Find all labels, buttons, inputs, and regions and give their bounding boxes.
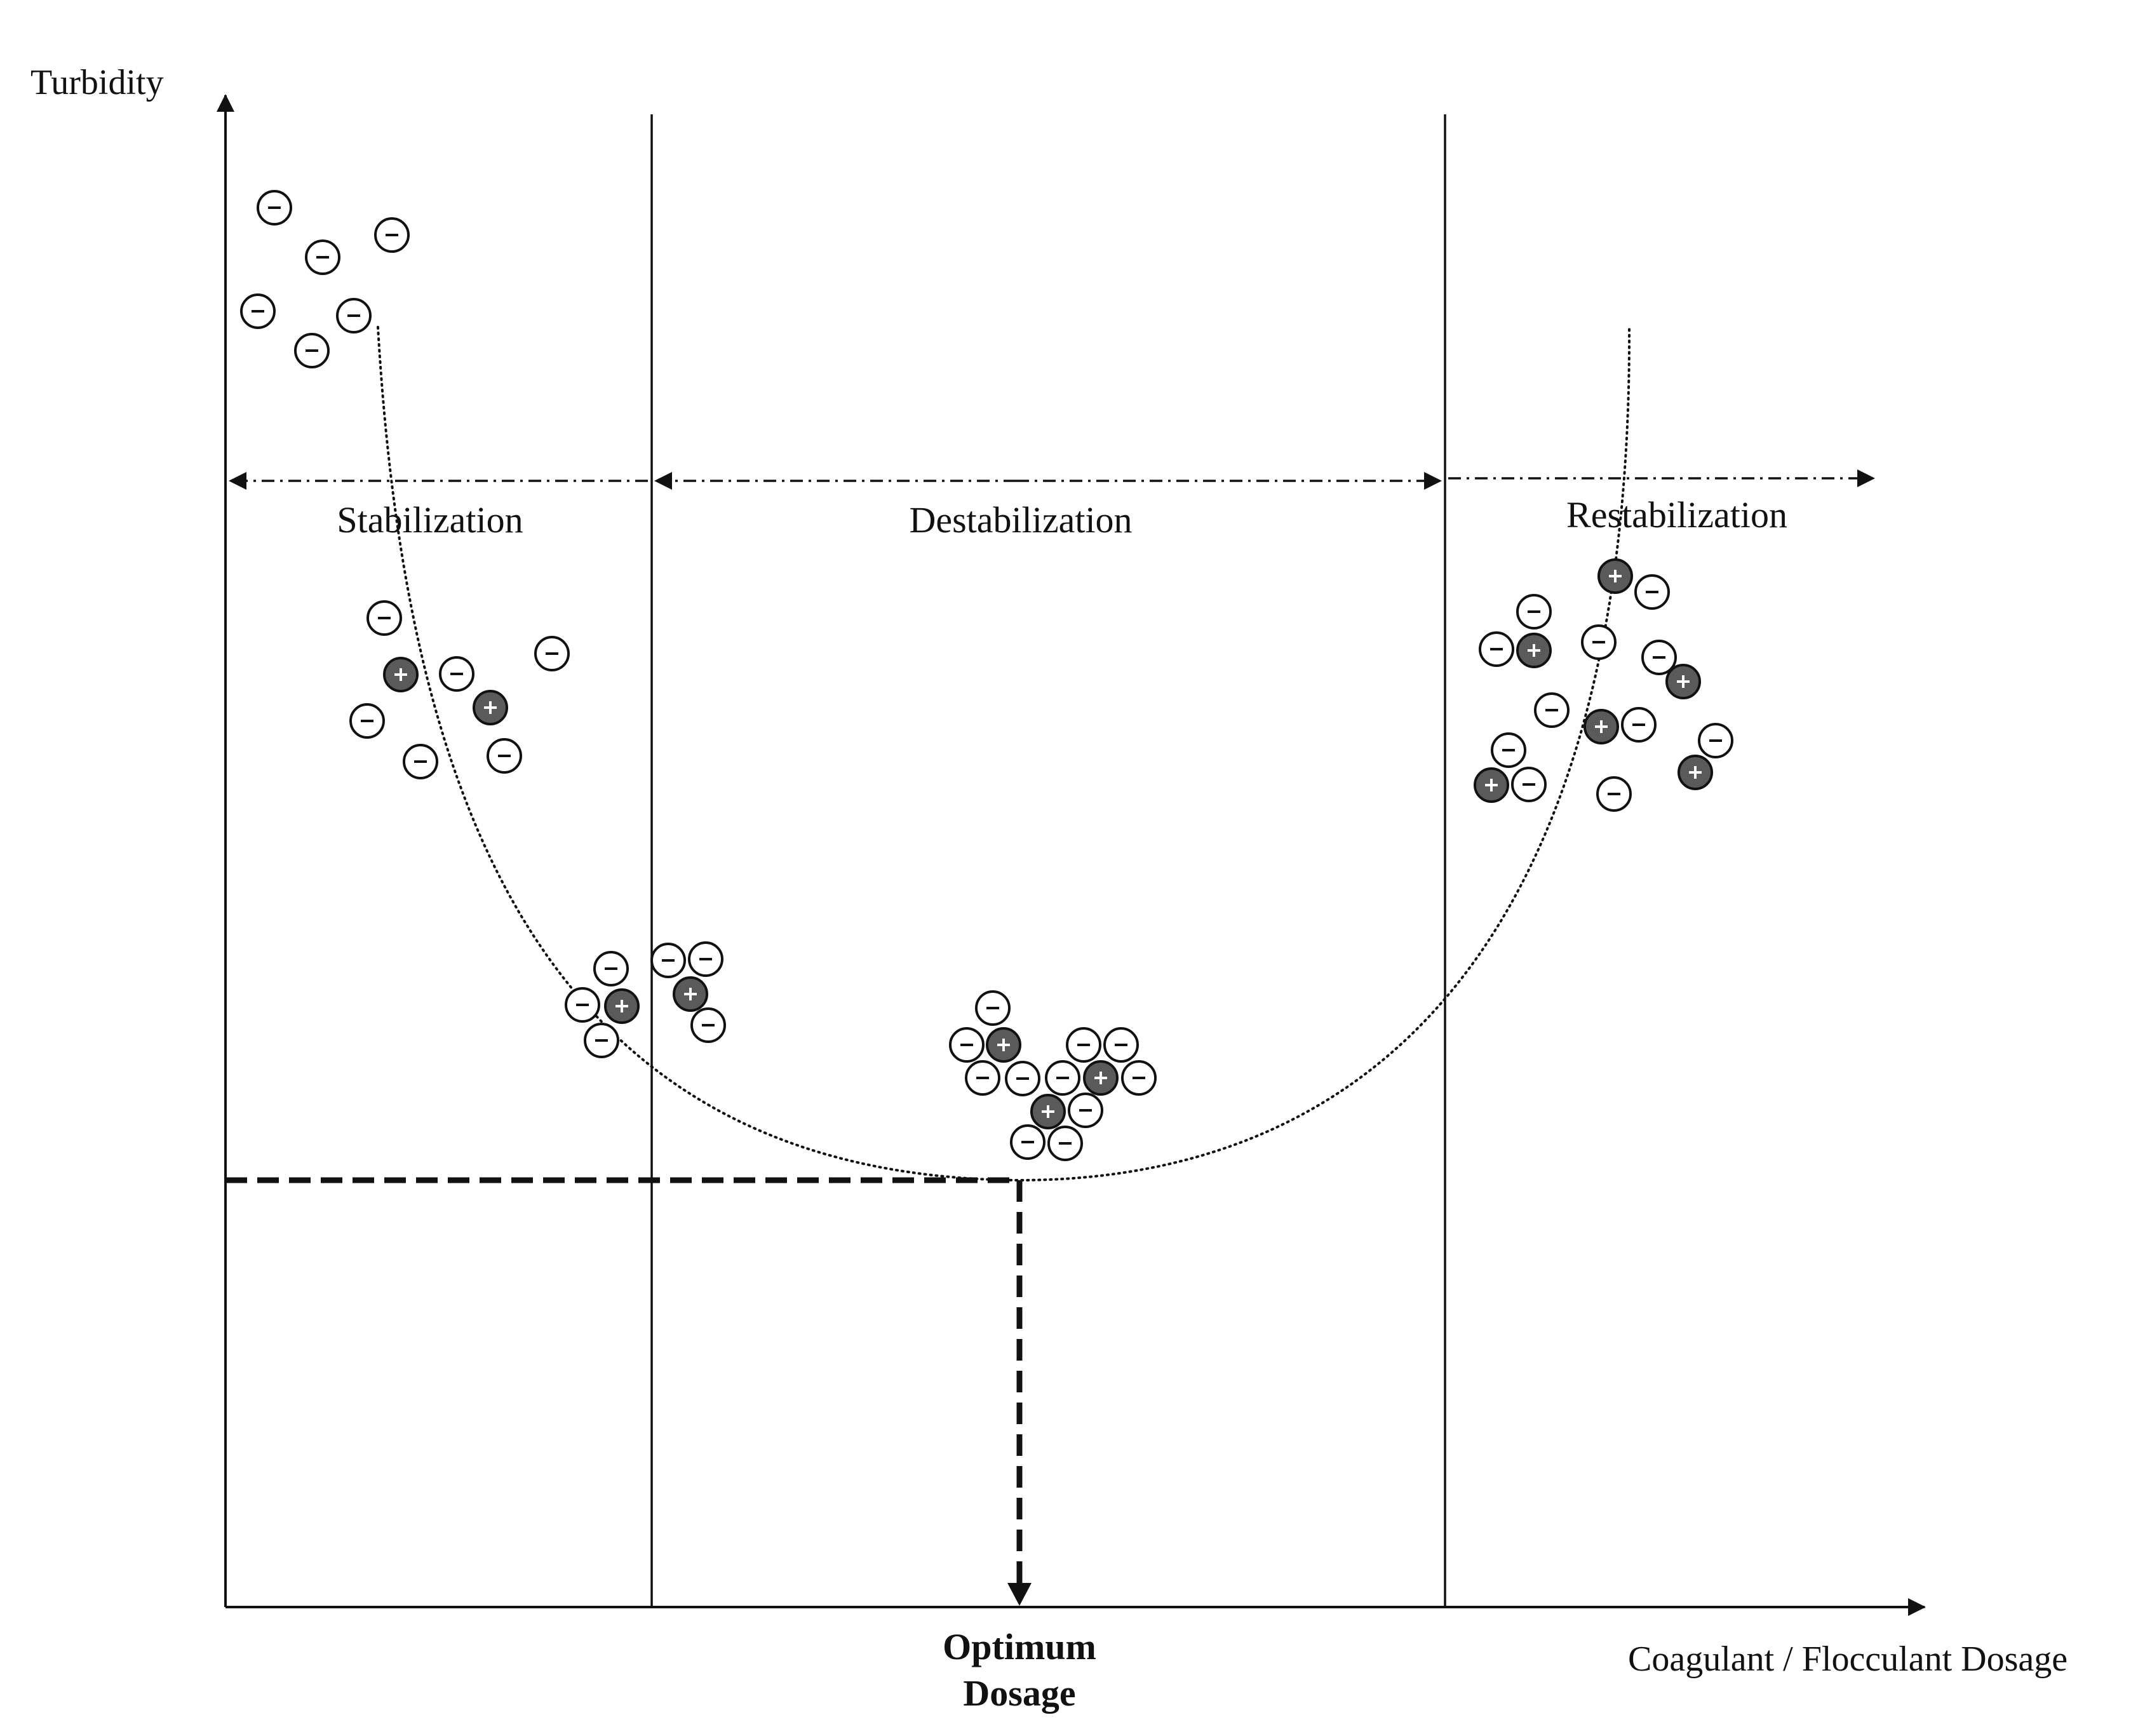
negative-charge-particle-icon	[1045, 1060, 1080, 1096]
negative-charge-particle-icon	[965, 1060, 1000, 1096]
axes	[217, 94, 1926, 1616]
negative-charge-particle-icon	[1121, 1060, 1157, 1096]
negative-charge-particle-icon	[534, 636, 570, 671]
negative-charge-particle-icon	[257, 190, 292, 225]
y-axis-label: Turbidity	[30, 63, 164, 102]
negative-charge-particle-icon	[650, 943, 686, 978]
positive-charge-coagulant-icon	[1474, 767, 1509, 803]
negative-charge-particle-icon	[593, 951, 629, 986]
negative-charge-particle-icon	[975, 990, 1011, 1026]
region-arrows	[229, 469, 1875, 490]
negative-charge-particle-icon	[1103, 1027, 1139, 1063]
positive-charge-coagulant-icon	[1665, 664, 1701, 699]
positive-charge-coagulant-icon	[1678, 755, 1713, 790]
negative-charge-particle-icon	[349, 703, 385, 739]
negative-charge-particle-icon	[949, 1027, 985, 1063]
negative-charge-particle-icon	[1511, 767, 1547, 802]
negative-charge-particle-icon	[1047, 1126, 1083, 1161]
region-label-restabilization: Restabilization	[1566, 494, 1787, 535]
negative-charge-particle-icon	[1641, 640, 1677, 675]
negative-charge-particle-icon	[294, 333, 330, 368]
negative-charge-particle-icon	[1621, 707, 1657, 743]
positive-charge-coagulant-icon	[1516, 633, 1552, 668]
negative-charge-particle-icon	[240, 293, 276, 329]
negative-charge-particle-icon	[565, 987, 600, 1023]
negative-charge-particle-icon	[374, 217, 410, 253]
negative-charge-particle-icon	[1581, 624, 1617, 660]
positive-charge-coagulant-icon	[1584, 709, 1619, 744]
negative-charge-particle-icon	[1005, 1061, 1040, 1096]
optimum-guides	[225, 1177, 1032, 1606]
negative-charge-particle-icon	[1068, 1093, 1103, 1128]
positive-charge-coagulant-icon	[986, 1027, 1021, 1063]
negative-charge-particle-icon	[1534, 692, 1570, 728]
x-axis-label: Coagulant / Flocculant Dosage	[1628, 1639, 2068, 1679]
negative-charge-particle-icon	[1491, 732, 1526, 768]
negative-charge-particle-icon	[1698, 723, 1733, 758]
positive-charge-coagulant-icon	[1030, 1094, 1066, 1129]
negative-charge-particle-icon	[1010, 1124, 1046, 1160]
turbidity-curve	[377, 324, 1631, 1182]
negative-charge-particle-icon	[688, 941, 723, 977]
negative-charge-particle-icon	[690, 1007, 726, 1043]
negative-charge-particle-icon	[584, 1023, 619, 1058]
region-label-destabilization: Destabilization	[909, 499, 1132, 541]
optimum-label-line1: Optimum	[943, 1626, 1096, 1667]
positive-charge-coagulant-icon	[383, 657, 419, 692]
positive-charge-coagulant-icon	[1083, 1060, 1119, 1096]
region-label-stabilization: Stabilization	[337, 499, 523, 541]
region-dividers	[650, 114, 1446, 1607]
optimum-label-line2: Dosage	[963, 1672, 1075, 1714]
negative-charge-particle-icon	[1634, 574, 1670, 610]
negative-charge-particle-icon	[1066, 1027, 1101, 1063]
negative-charge-particle-icon	[305, 239, 340, 275]
negative-charge-particle-icon	[439, 656, 474, 692]
negative-charge-particle-icon	[366, 600, 402, 636]
optimum-arrowhead	[1007, 1583, 1032, 1606]
negative-charge-particle-icon	[1596, 776, 1632, 812]
particle-clusters	[240, 190, 1733, 1161]
positive-charge-coagulant-icon	[604, 988, 640, 1024]
negative-charge-particle-icon	[1479, 631, 1514, 667]
positive-charge-coagulant-icon	[1597, 558, 1633, 594]
negative-charge-particle-icon	[487, 738, 522, 774]
positive-charge-coagulant-icon	[473, 690, 508, 725]
negative-charge-particle-icon	[336, 298, 372, 333]
negative-charge-particle-icon	[403, 744, 438, 779]
negative-charge-particle-icon	[1516, 594, 1552, 629]
positive-charge-coagulant-icon	[673, 976, 708, 1012]
